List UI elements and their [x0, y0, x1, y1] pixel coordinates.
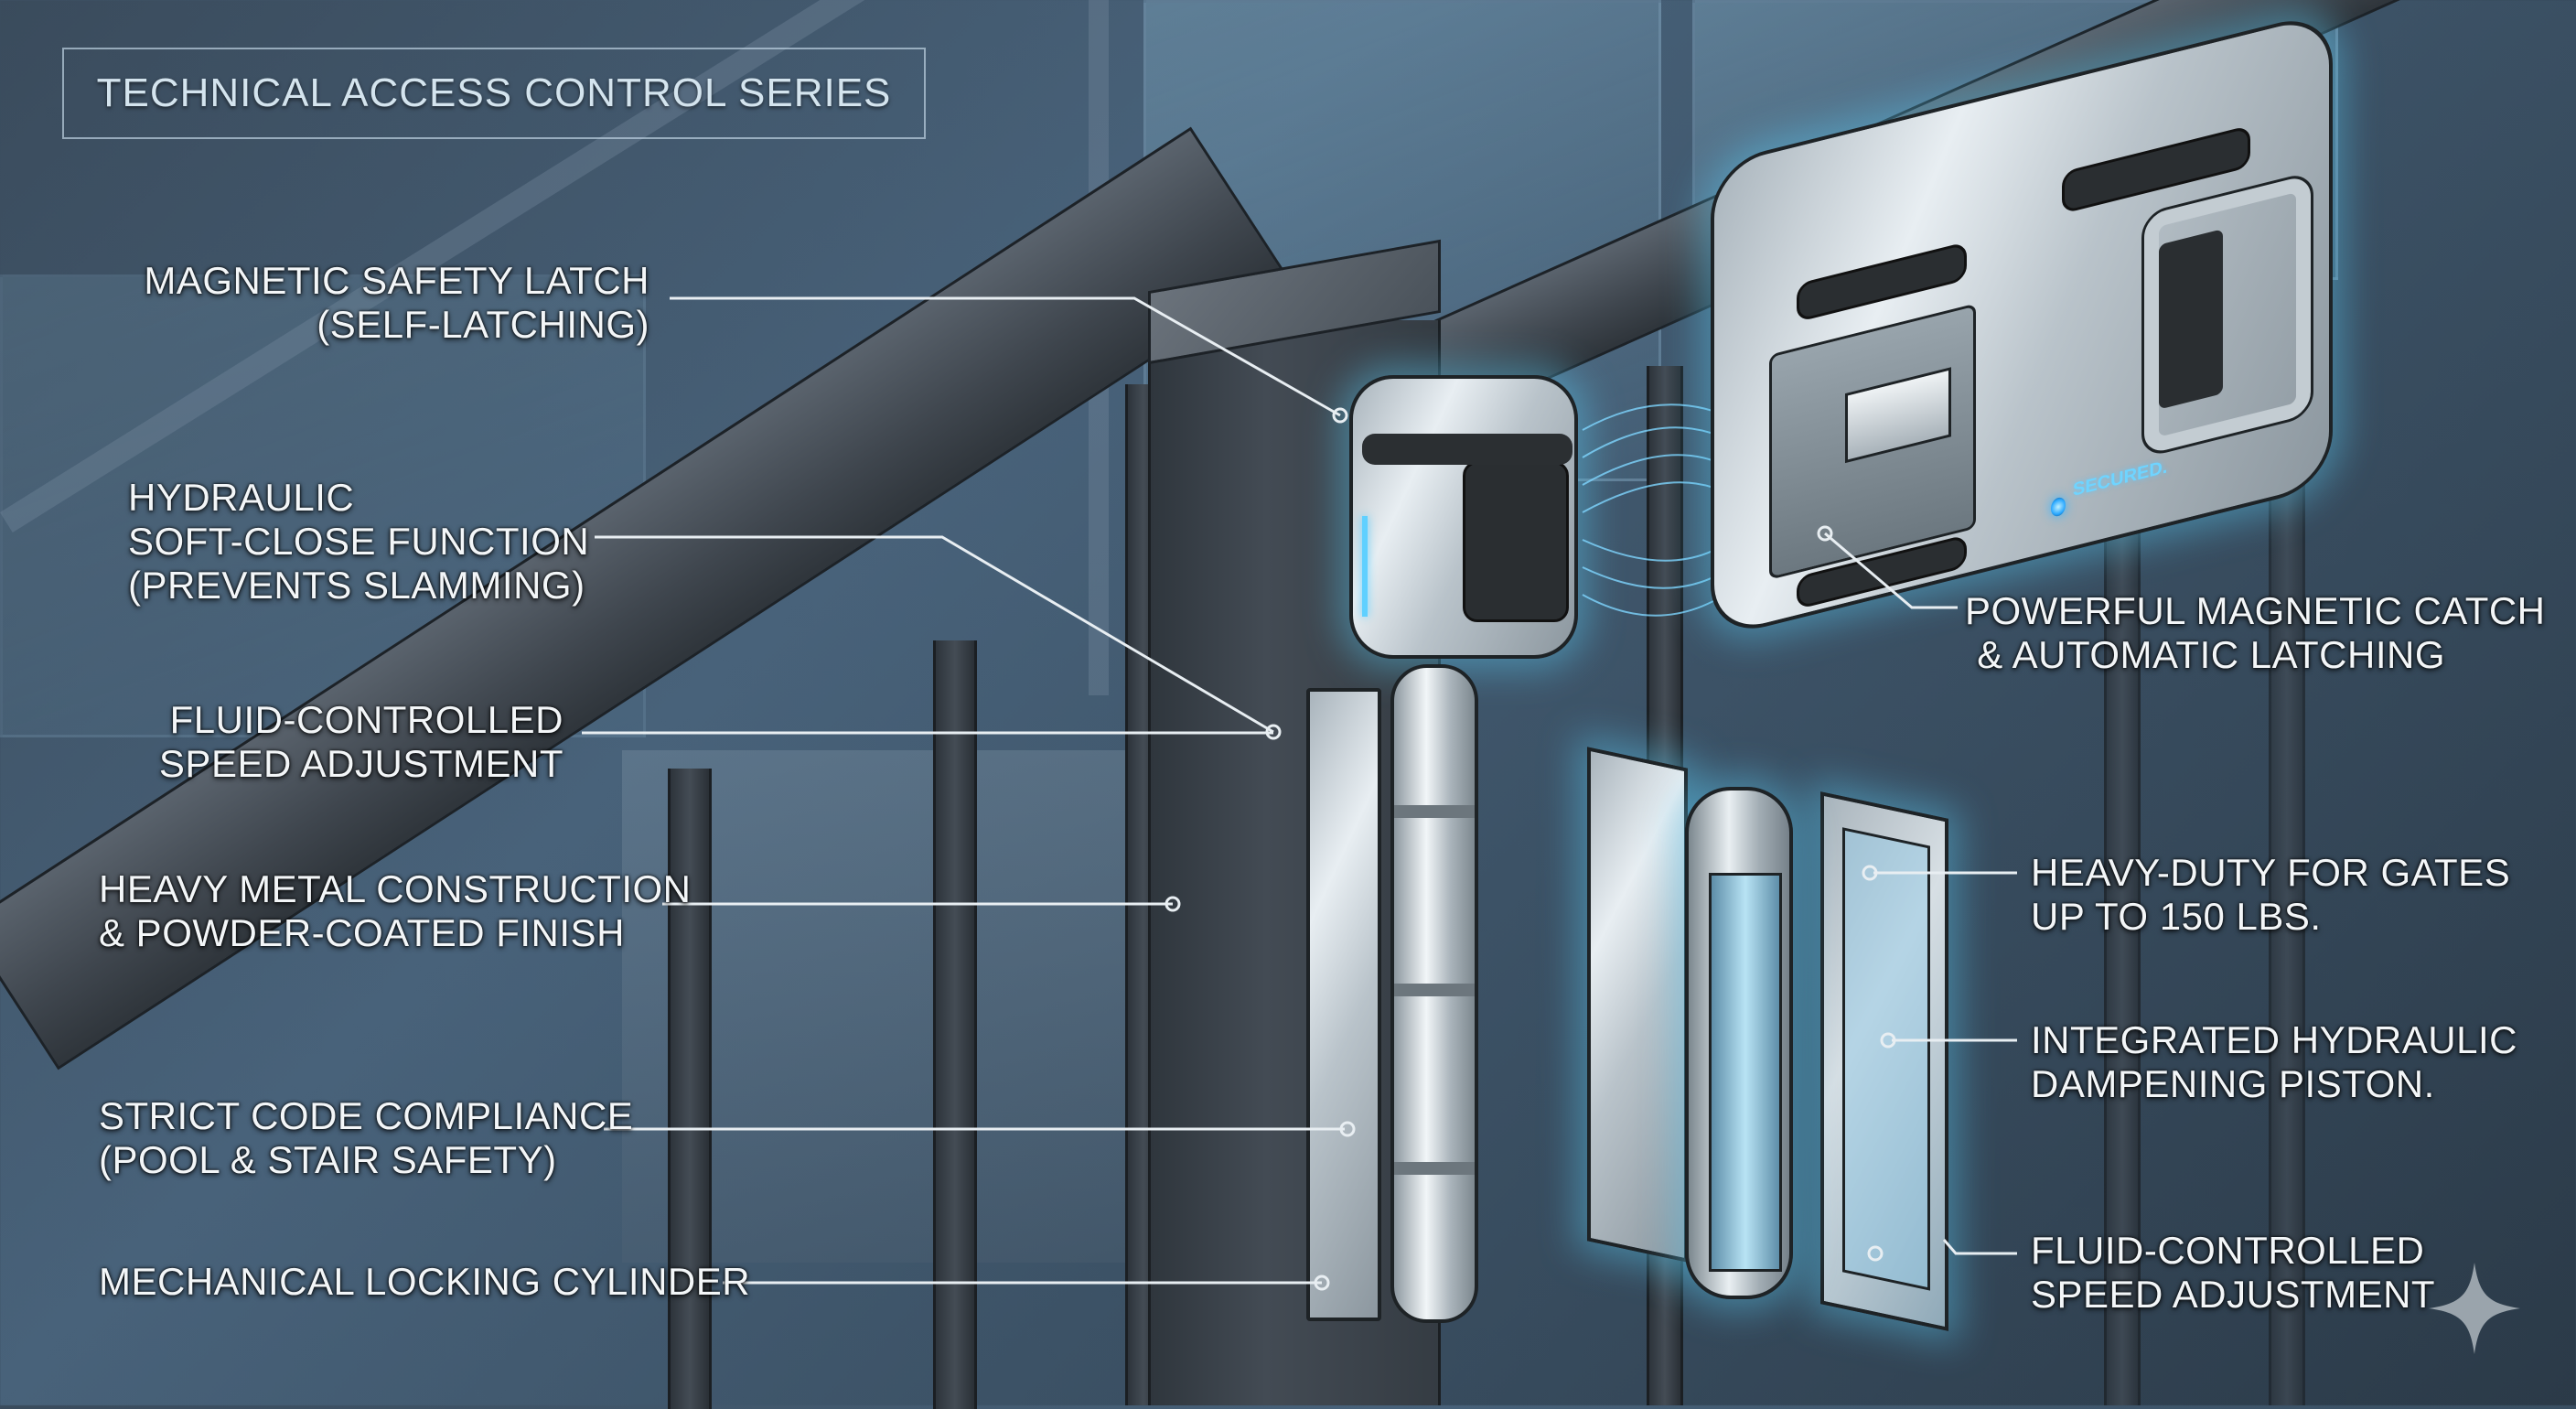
gate-baluster — [933, 640, 977, 1409]
hinge-leaf — [1306, 688, 1381, 1321]
cutaway-hinge-left-leaf — [1587, 747, 1688, 1263]
callout-line: MAGNETIC SAFETY LATCH — [144, 259, 649, 302]
callout-line: SPEED ADJUSTMENT — [2031, 1273, 2436, 1316]
callout-strict-code-compliance: STRICT CODE COMPLIANCE (POOL & STAIR SAF… — [99, 1094, 633, 1182]
callout-line: STRICT CODE COMPLIANCE — [99, 1094, 634, 1137]
callout-integrated-hydraulic-piston: INTEGRATED HYDRAULIC DAMPENING PISTON. — [2031, 1018, 2517, 1106]
latch-bolt — [1845, 367, 1951, 464]
callout-powerful-magnetic-catch: POWERFUL MAGNETIC CATCH & AUTOMATIC LATC… — [1965, 589, 2546, 677]
series-title: TECHNICAL ACCESS CONTROL SERIES — [96, 70, 892, 115]
callout-line: & AUTOMATIC LATCHING — [1977, 633, 2445, 676]
series-title-box: TECHNICAL ACCESS CONTROL SERIES — [62, 48, 926, 139]
magnetic-latch-module — [1349, 375, 1578, 659]
callout-hydraulic-soft-close: HYDRAULIC SOFT-CLOSE FUNCTION (PREVENTS … — [128, 476, 589, 608]
callout-line: (POOL & STAIR SAFETY) — [99, 1138, 557, 1181]
handle-recess — [2159, 229, 2223, 410]
callout-line: SOFT-CLOSE FUNCTION — [128, 520, 590, 563]
callout-line: FLUID-CONTROLLED — [2031, 1229, 2425, 1272]
status-label: SECURED. — [2073, 457, 2168, 501]
callout-line: UP TO 150 LBS. — [2031, 895, 2322, 938]
sparkle-icon — [2429, 1263, 2520, 1354]
callout-line: POWERFUL MAGNETIC CATCH — [1965, 589, 2546, 632]
indicator-strip — [1362, 516, 1368, 617]
callout-heavy-duty-gates: HEAVY-DUTY FOR GATES UP TO 150 LBS. — [2031, 851, 2510, 939]
dampening-piston — [1709, 873, 1782, 1272]
callout-line: DAMPENING PISTON. — [2031, 1062, 2435, 1105]
callout-line: FLUID-CONTROLLED — [169, 698, 564, 741]
barrel-joint — [1394, 1162, 1475, 1175]
rubber-bumper — [1362, 434, 1572, 465]
catch-cavity — [1769, 303, 1976, 580]
barrel-joint — [1394, 805, 1475, 818]
callout-heavy-metal-construction: HEAVY METAL CONSTRUCTION & POWDER-COATED… — [99, 867, 692, 955]
callout-line: (PREVENTS SLAMMING) — [128, 564, 585, 607]
barrel-joint — [1394, 984, 1475, 996]
callout-line: HYDRAULIC — [128, 476, 355, 519]
callout-line: & POWDER-COATED FINISH — [99, 911, 625, 954]
cutaway-hinge-barrel — [1685, 787, 1793, 1299]
callout-line: SPEED ADJUSTMENT — [158, 742, 564, 785]
magnet-face — [1463, 461, 1569, 622]
callout-line: INTEGRATED HYDRAULIC — [2031, 1018, 2517, 1061]
callout-line: MECHANICAL LOCKING CYLINDER — [99, 1260, 751, 1303]
cutaway-hinge-right-leaf — [1820, 791, 1948, 1331]
callout-fluid-controlled-left: FLUID-CONTROLLED SPEED ADJUSTMENT — [159, 698, 564, 786]
pull-handle[interactable] — [2141, 170, 2313, 459]
callout-line: HEAVY METAL CONSTRUCTION — [99, 867, 692, 910]
status-led-icon — [2051, 496, 2066, 519]
hinge-barrel — [1390, 664, 1478, 1323]
callout-line: HEAVY-DUTY FOR GATES — [2031, 851, 2511, 894]
callout-line: (SELF-LATCHING) — [317, 303, 649, 346]
hydraulic-channel — [1842, 827, 1930, 1291]
callout-fluid-controlled-right: FLUID-CONTROLLED SPEED ADJUSTMENT — [2031, 1229, 2435, 1317]
callout-mechanical-locking-cylinder: MECHANICAL LOCKING CYLINDER — [99, 1260, 750, 1304]
callout-magnetic-safety-latch: MAGNETIC SAFETY LATCH (SELF-LATCHING) — [144, 259, 649, 347]
slot — [1797, 241, 1967, 323]
gate-baluster — [668, 769, 712, 1409]
